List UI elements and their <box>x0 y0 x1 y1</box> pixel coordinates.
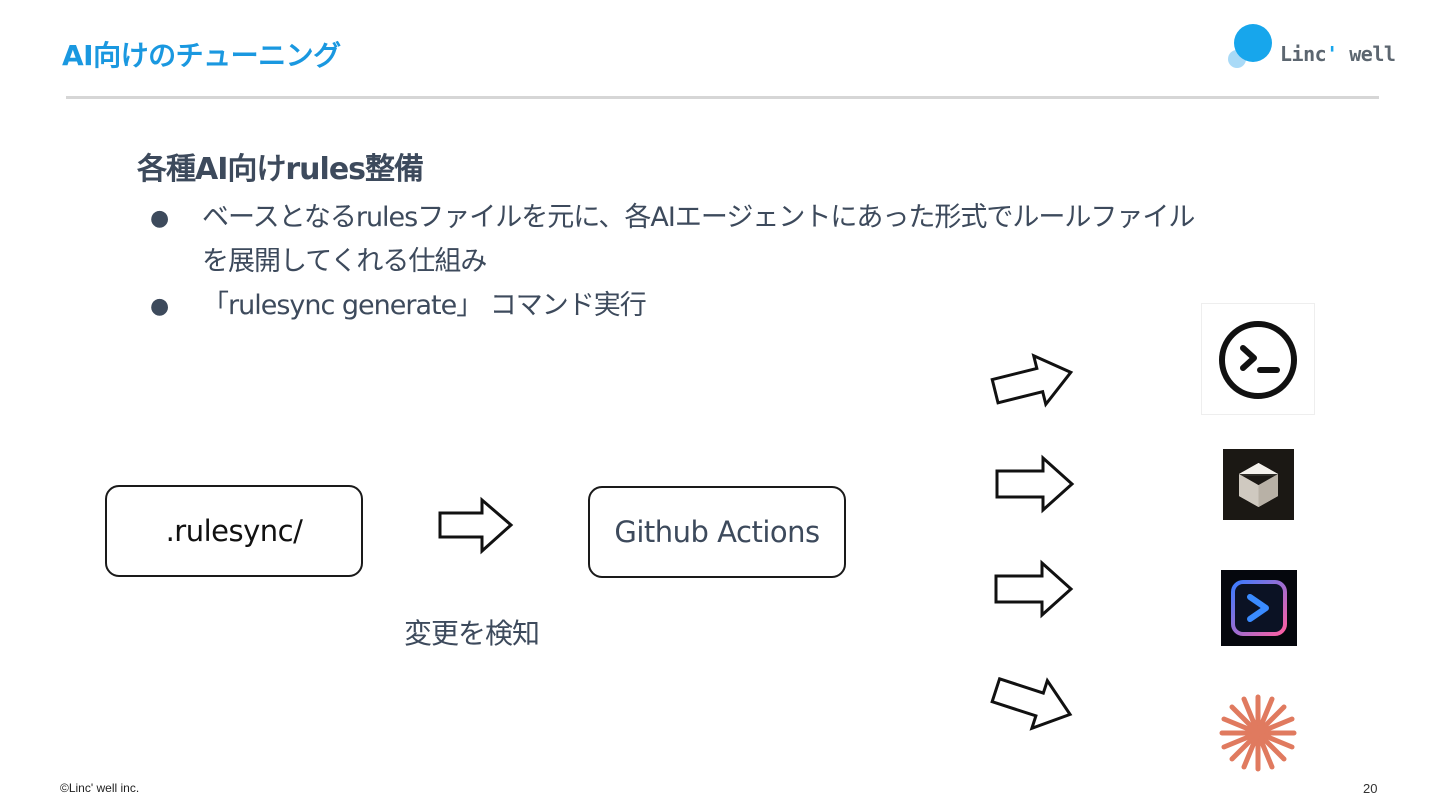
bullet-marker: ● <box>150 294 170 319</box>
flow-arrow-icon <box>438 496 514 555</box>
logo-text-mark: ' <box>1326 42 1338 66</box>
logo-big-dot <box>1234 24 1272 62</box>
output-arrow-icon <box>990 353 1074 408</box>
bullet-line: ベースとなるrulesファイルを元に、各AIエージェントにあった形式でルールファ… <box>202 202 1195 233</box>
copyright-text: ©Linc' well inc. <box>60 781 140 795</box>
bullet-line: を展開してくれる仕組み <box>202 246 487 277</box>
section-heading: 各種AI向けrules整備 <box>137 152 424 187</box>
rulesync-label: .rulesync/ <box>165 514 303 548</box>
bullet-item: 「rulesync generate」 コマンド実行 <box>202 290 647 321</box>
prompt-icon <box>1221 570 1297 646</box>
bullet-marker: ● <box>150 206 170 231</box>
cube-icon <box>1223 449 1294 520</box>
output-arrow-icon <box>994 559 1074 619</box>
github-actions-box: Github Actions <box>588 486 846 578</box>
header-divider <box>66 96 1379 99</box>
logo-wordmark: Linc' well <box>1280 42 1396 66</box>
output-arrow-icon <box>990 676 1073 731</box>
page-number: 20 <box>1363 781 1378 796</box>
bullet-item: ベースとなるrulesファイルを元に、各AIエージェントにあった形式でルールファ… <box>202 196 1302 284</box>
trigger-caption: 変更を検知 <box>404 617 540 650</box>
logo-text-tail: well <box>1337 42 1396 66</box>
terminal-icon <box>1201 303 1315 415</box>
output-arrow-icon <box>995 454 1075 514</box>
github-actions-label: Github Actions <box>614 515 820 549</box>
starburst-icon <box>1219 694 1297 772</box>
company-logo: Linc' well <box>1228 22 1396 72</box>
slide-title: AI向けのチューニング <box>62 39 341 72</box>
rulesync-box: .rulesync/ <box>105 485 363 577</box>
logo-text-main: Linc <box>1280 42 1327 66</box>
